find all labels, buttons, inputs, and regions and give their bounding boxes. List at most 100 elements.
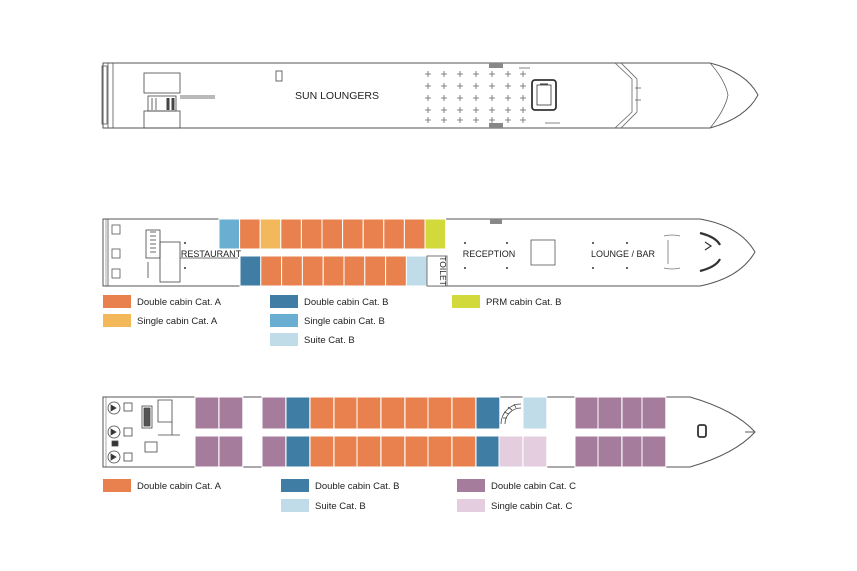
sun-lounger (505, 117, 511, 123)
legend-label: PRM cabin Cat. B (486, 297, 562, 308)
lower-deck-cabins (194, 396, 667, 468)
cabin (342, 218, 364, 250)
bow-anchor-icon (697, 424, 754, 438)
sun-lounger (441, 95, 447, 101)
sun-lounger (441, 71, 447, 77)
cabin (498, 435, 524, 468)
spiral-staircase-icon (500, 403, 522, 425)
middle-deck: RESTAURANT TOILET RECEPTION LOUNGE / BAR… (102, 218, 756, 346)
cabin (322, 255, 345, 287)
legend-label: Suite Cat. B (304, 335, 355, 346)
sun-lounger (520, 71, 526, 77)
cabin (364, 255, 387, 287)
cabin (194, 396, 220, 430)
vent-bottom (489, 123, 503, 128)
legend-label: Single cabin Cat. B (304, 316, 385, 327)
cabin (522, 396, 548, 430)
vent-mid (490, 219, 502, 224)
cabin (641, 396, 667, 430)
cabin (218, 218, 241, 250)
legend-swatch (457, 499, 485, 512)
cabin (574, 396, 600, 430)
sun-lounger (520, 117, 526, 123)
cabin (333, 435, 359, 468)
sun-lounger (425, 117, 431, 123)
legend-label: Double cabin Cat. A (137, 297, 222, 308)
sun-loungers-label: SUN LOUNGERS (295, 90, 379, 102)
lounge-bar-label: LOUNGE / BAR (591, 249, 656, 259)
cabin (522, 435, 548, 468)
legend-label: Double cabin Cat. B (304, 297, 389, 308)
cabin (404, 396, 430, 430)
reception-label: RECEPTION (463, 249, 516, 259)
cabin (380, 435, 406, 468)
restaurant-label: RESTAURANT (181, 249, 242, 259)
legend-swatch (103, 295, 131, 308)
cabin (309, 396, 335, 430)
cabin (301, 255, 324, 287)
cabin (424, 218, 447, 250)
cabin (285, 396, 311, 430)
sun-lounger (425, 95, 431, 101)
sun-lounger (489, 95, 495, 101)
sun-lounger (441, 117, 447, 123)
sun-lounger (505, 71, 511, 77)
sun-lounger (520, 95, 526, 101)
cabin (380, 396, 406, 430)
legend-label: Suite Cat. B (315, 501, 366, 512)
cabin (321, 218, 344, 250)
toilet (426, 255, 448, 287)
sun-lounger (473, 83, 479, 89)
reception-desk (530, 239, 556, 266)
legend-label: Single cabin Cat. C (491, 501, 572, 512)
bar-counter-icon (663, 231, 721, 273)
cabin (309, 435, 335, 468)
cabin (239, 255, 262, 287)
cabin (280, 218, 302, 250)
sun-lounger (457, 95, 463, 101)
sun-lounger (457, 107, 463, 113)
cabin (405, 255, 428, 287)
sun-lounger (505, 83, 511, 89)
cabin (333, 396, 359, 430)
legend-swatch (452, 295, 480, 308)
legend-swatch (270, 314, 298, 327)
cabin (641, 435, 667, 468)
sun-lounger (473, 117, 479, 123)
cabin (356, 435, 382, 468)
legend-label: Double cabin Cat. A (137, 481, 222, 492)
sun-lounger (473, 107, 479, 113)
cabin (427, 435, 453, 468)
sun-lounger (425, 83, 431, 89)
sun-lounger (489, 117, 495, 123)
cabin (475, 396, 501, 430)
cabin (218, 435, 244, 468)
vent-top (489, 63, 503, 68)
cabin (259, 218, 282, 250)
cabin (475, 435, 501, 468)
sun-lounger (505, 107, 511, 113)
cabin (343, 255, 366, 287)
legend-swatch (270, 295, 298, 308)
legend-label: Single cabin Cat. A (137, 316, 218, 327)
dots (184, 242, 628, 269)
cabin (281, 255, 303, 287)
sun-lounger (457, 71, 463, 77)
cabin (218, 396, 244, 430)
cabin (597, 396, 623, 430)
cabin (285, 435, 311, 468)
sun-lounger (457, 117, 463, 123)
cabin (261, 396, 287, 430)
cabin (404, 435, 430, 468)
legend-swatch (281, 479, 309, 492)
legend-swatch (281, 499, 309, 512)
legend-swatch (103, 479, 131, 492)
wheelhouse-icon (531, 79, 557, 111)
cabin (451, 435, 477, 468)
sun-lounger (473, 71, 479, 77)
sun-lounger (441, 83, 447, 89)
sun-lounger (489, 107, 495, 113)
sun-deck-hull (102, 62, 759, 129)
